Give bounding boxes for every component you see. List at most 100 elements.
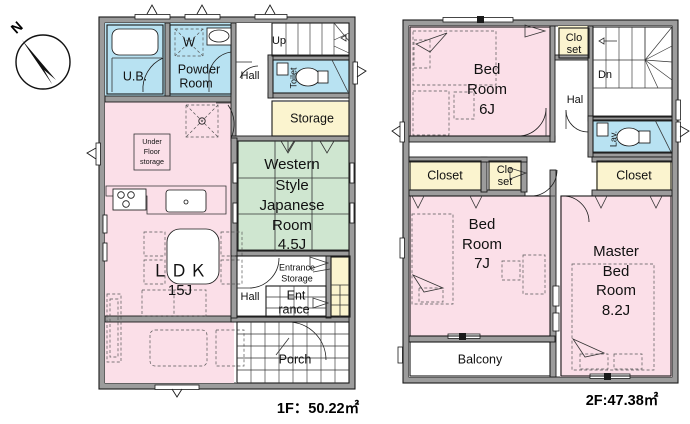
1f-jroom-line4: Room [272,217,312,234]
2f-closet-top-line1: Clo [566,32,583,44]
2f-hall-label: Hal [567,94,584,106]
2f-wall-lav-left [587,115,594,158]
1f-area-label: 1F：50.22㎡ [277,399,360,417]
1f-entrance-storage: Entrance Storage [279,256,350,318]
compass-rose: N [8,18,71,90]
2f-br7-line1: Bed [469,216,496,233]
1f-wall-storage-jroom [230,135,350,142]
1f-hall-fill [236,23,272,136]
1f-ldk-label: ＬＤＫ [152,261,209,280]
2f-balcony-label: Balcony [458,352,503,366]
1f-wall-bath-ldk [104,95,235,103]
1f-japanese-room: Western Style Japanese Room 4.5J [232,140,355,253]
1f-wall-hall2-left [230,255,238,319]
2f-lav-label: Lav. [608,131,618,147]
2f-closet-mid-small: Clo set [488,160,522,191]
2f-master-line1: Master [593,243,639,260]
2f-stairs-down-label: Dn [598,69,612,81]
2f-master-bedroom: Master Bed Room 8.2J [560,195,672,377]
1f-stair-fill [272,23,349,58]
1f-storage-fill [272,102,349,136]
1f-hall-upper-label: Hall [241,70,260,82]
1f-washer-label: W [183,35,195,49]
1f-porch-label: Porch [279,352,312,366]
1f-ub-label: U.B. [123,69,147,83]
2f-master-line3: Room [596,282,636,299]
1f-toilet: Toilet [272,59,350,94]
1f-ldk: Under Floor storage [102,102,245,367]
1f-window-markers [86,4,367,398]
2f-stairs-down: Dn [592,26,673,118]
2f-closet-mid-line1: Clo [497,164,514,176]
2f-wall-br6-closet [408,135,556,143]
1f-entrance-line2: rance [278,302,309,316]
1f-wall-toilet-storage [267,92,350,99]
2f-bedroom7j-fill [409,196,555,337]
1f-jroom-line2: Style [275,177,308,194]
1f-wall-ldk-jroom [230,137,238,257]
2f-closet-left-fill [409,160,484,192]
1f-wall-ldk-bottom [104,315,237,323]
2f-bedroom-7j: Bed Room 7J [409,195,551,337]
1f-wall-entrance-storage [325,255,332,319]
2f-wall-closet-right-bottom [591,189,673,197]
1f-unit-bath: U.B. [106,24,164,95]
2f-wall-center-vertical [549,169,557,378]
1f-hall-lower-label: Hall [241,291,260,303]
1f-jroom-line5: 4.5J [278,236,306,253]
1f-porch: Porch [236,321,350,384]
2f-closet-right-fill [596,160,672,192]
1f-entrance-storage-line1: Entrance [279,262,315,272]
1f-porch-fill [236,322,349,383]
1f-powder-label-line2: Room [179,76,212,90]
1f-stairs-up-label: Up [272,35,286,47]
1f-entrance-storage-line2: Storage [281,273,313,283]
2f-wall-br7-balcony [408,335,556,343]
1f-hall-upper: Hall [236,61,260,82]
2f-closet-left-label: Closet [427,168,463,182]
1f-entrance: Ent rance [265,285,330,318]
1f-stairs-up: Up [271,22,350,57]
2f-br6-line1: Bed [474,61,501,78]
2f-master-line2: Bed [603,263,630,280]
2f-wall-br6-right [549,25,556,143]
2f-closet-right: Closet [596,160,672,191]
2f-area-label: 2F:47.38㎡ [586,391,659,409]
2f-closet-top-fill [558,26,590,58]
2f-br7-line3: 7J [474,255,490,272]
2f-bedroom6j-fill [409,26,555,136]
1f-ufs-line2: Floor [144,147,161,156]
2f-bedroom-6j: Bed Room 6J [409,24,551,137]
1f-entrance-storage-fill [330,256,349,318]
2f-balcony: Balcony [409,341,551,377]
2f-wall-closet-left-top [408,156,528,163]
2f-br6-line3: 6J [479,101,495,118]
2f-closet-top-line2: set [567,44,582,56]
1f-japanese-room-fill [238,140,349,252]
1f-jroom-line1: Western [264,156,320,173]
2f-closet-mid-line2: set [498,176,513,188]
1f-jroom-line3: Japanese [259,197,324,214]
2f-closet-left: Closet [409,160,482,191]
2f-lavatory: Lav. [592,119,673,154]
2f-closet-top-small: Clo set [558,27,590,59]
2f-hall-fill [555,60,593,170]
1f-ufs-line1: Under [142,137,162,146]
1f-powder-room: W Powder Room [169,24,232,95]
1f-ufs-line3: storage [140,157,164,166]
2f-wall-closet-right-top [591,156,673,163]
1f-storage: Storage [271,100,350,137]
2f-br6-line2: Room [467,81,507,98]
2f-br7-line2: Room [462,236,502,253]
1f-toilet-label: Toilet [288,67,298,89]
1f-wall-toilet-left [267,54,274,99]
1f-powder-label-line1: Powder [178,62,220,76]
second-floor-plan: Bed Room 6J Clo set Dn [391,16,690,409]
1f-storage-label: Storage [290,111,334,125]
2f-wall-closet-left-bottom [408,189,526,197]
1f-entrance-line1: Ent [287,288,306,302]
first-floor-plan: U.B. W Powder Room Hall [86,4,367,417]
2f-closet-right-label: Closet [616,168,652,182]
